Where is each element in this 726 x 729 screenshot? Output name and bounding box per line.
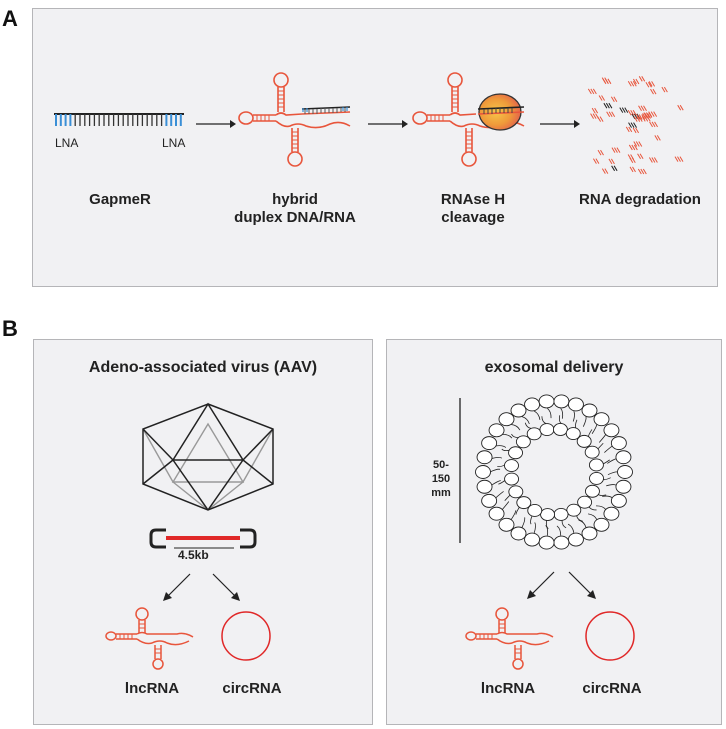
step-gapmer-label: GapmeR (60, 191, 180, 209)
lna-right-label: LNA (162, 136, 186, 150)
exosome-title: exosomal delivery (484, 359, 624, 376)
arrow-a3 (540, 120, 580, 128)
arrow-a2 (368, 120, 408, 128)
exosome-vesicle-icon (475, 394, 633, 550)
step-hybrid-label: hybrid duplex DNA/RNA (220, 191, 370, 227)
exosome-size-label: 50-150 mm (424, 458, 458, 500)
aav-arrow-left (163, 573, 191, 601)
step-rnase-label: RNAse H cleavage (418, 191, 528, 227)
aav-size-label: 4.5kb (178, 548, 209, 562)
rnase-h-structure (412, 72, 525, 167)
step-gapmer-line1: GapmeR (89, 191, 151, 208)
exo-lncrna-icon (465, 607, 554, 670)
step-rnase-line1: RNAse H (440, 191, 506, 208)
step-hybrid-line2: duplex DNA/RNA (234, 209, 356, 226)
step-degradation-line1: RNA degradation (579, 191, 701, 208)
step-degradation-label: RNA degradation (570, 191, 710, 209)
gapmer-strand (54, 113, 184, 126)
aav-panel (33, 339, 373, 725)
exo-circrna-label: circRNA (582, 680, 642, 697)
exo-lncrna-label: lncRNA (480, 680, 536, 697)
hybrid-rna-structure (238, 72, 351, 167)
exosome-size-bar (459, 398, 461, 543)
aav-lncrna-label: lncRNA (124, 680, 180, 697)
step-hybrid-line1: hybrid (272, 191, 318, 208)
aav-circrna-icon (221, 611, 271, 661)
exosome-size-line2: mm (431, 487, 451, 499)
aav-arrow-right (212, 573, 240, 601)
aav-capsid-icon (142, 402, 274, 511)
panel-a (32, 8, 718, 287)
aav-title: Adeno-associated virus (AAV) (88, 359, 318, 376)
exo-circrna-icon (585, 611, 635, 661)
exo-arrow-left (527, 571, 555, 599)
step-rnase-line2: cleavage (441, 209, 505, 226)
aav-circrna-label: circRNA (222, 680, 282, 697)
exosome-size-line1: 50-150 (431, 459, 451, 485)
panel-b-letter: B (2, 316, 18, 341)
arrow-a1 (196, 120, 236, 128)
lna-left-label: LNA (55, 136, 79, 150)
exo-arrow-right (568, 571, 596, 599)
aav-lncrna-icon (105, 607, 194, 670)
panel-a-letter: A (2, 6, 18, 31)
rna-fragments (587, 76, 684, 175)
aav-genome-icon (149, 528, 257, 549)
